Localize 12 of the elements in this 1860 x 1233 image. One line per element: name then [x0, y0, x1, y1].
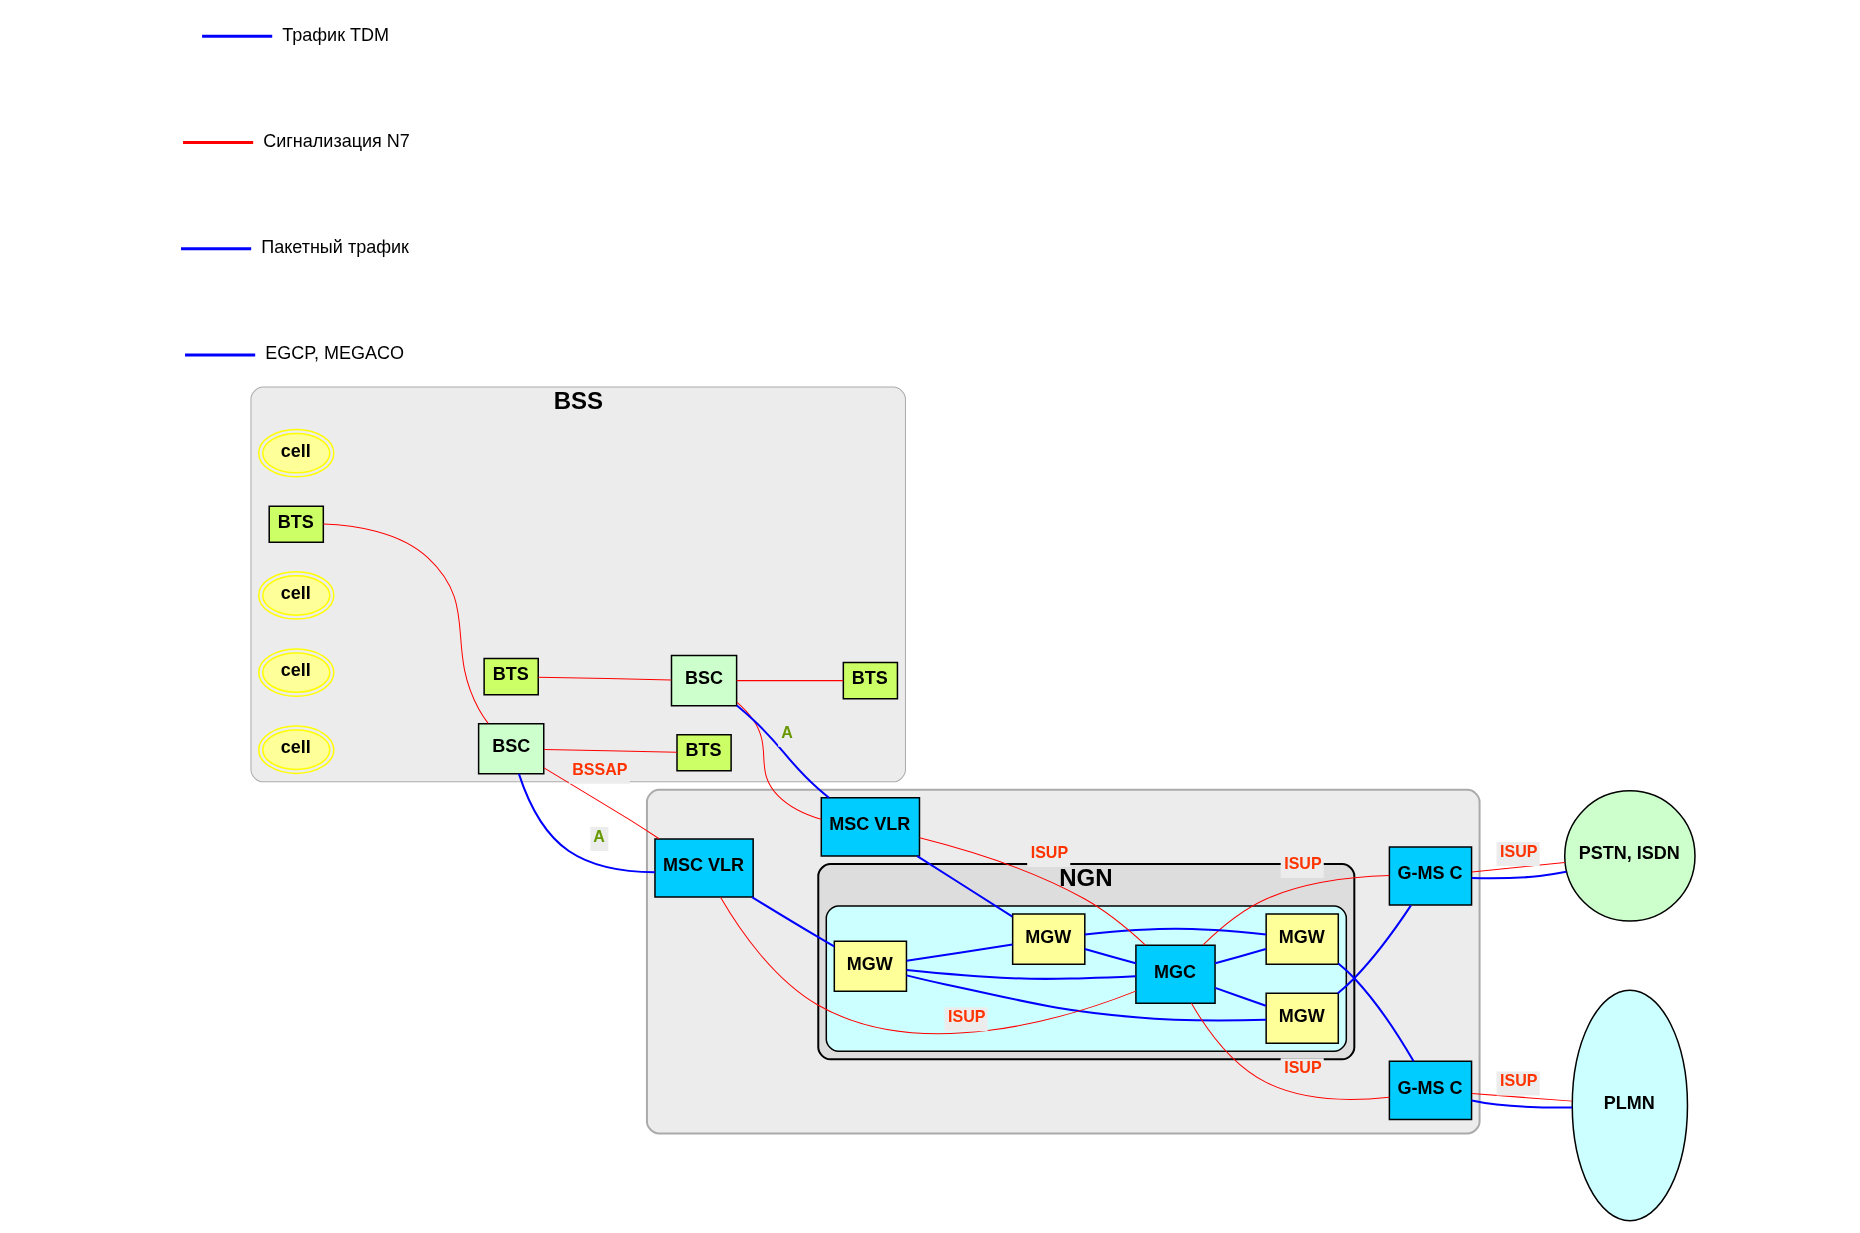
edge-label: A [593, 826, 605, 845]
edge-label: A [781, 722, 793, 741]
legend-label: Пакетный трафик [261, 237, 409, 258]
edge-label: ISUP [1500, 841, 1538, 860]
edge-label: BSSAP [572, 759, 628, 778]
edge-label: ISUP [948, 1007, 986, 1026]
edge-label: ISUP [1500, 1071, 1538, 1090]
legend-label: Сигнализация N7 [263, 130, 410, 151]
edge-label: ISUP [1030, 842, 1069, 861]
legend-label: EGCP, MEGACO [265, 343, 405, 364]
edge-label: ISUP [1284, 1058, 1322, 1077]
legend-label: Трафик TDM [282, 24, 390, 45]
